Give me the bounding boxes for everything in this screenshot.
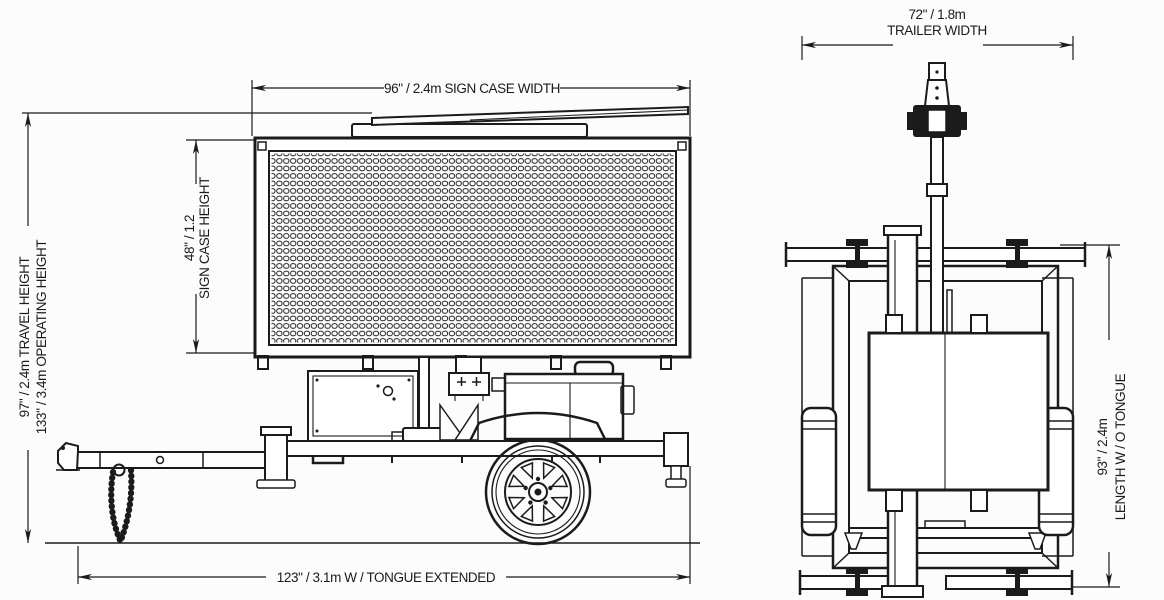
outrigger-rear-right — [945, 567, 1074, 596]
tongue-bar — [74, 451, 266, 469]
dim-height: 97" / 2.4m TRAVEL HEIGHT 133" / 3.4m OPE… — [17, 112, 372, 543]
mast-post — [391, 356, 479, 442]
wheel — [484, 438, 592, 546]
beacon-light — [907, 62, 967, 137]
dim-tongue-extended: 123" / 3.1m W / TONGUE EXTENDED — [77, 466, 691, 585]
wheel-spokes — [507, 461, 569, 523]
front-jack — [256, 426, 296, 489]
tongue-extended-label: 123" / 3.1m W / TONGUE EXTENDED — [277, 570, 496, 585]
outrigger-rear-left — [798, 567, 889, 596]
dim-sign-case-width: 96" / 2.4m SIGN CASE WIDTH — [251, 80, 691, 136]
generator-box — [491, 360, 635, 441]
plan-view: 72" / 1.8m TRAILER WIDTH 93" / 2.4m LENG… — [784, 7, 1128, 598]
trailer-width-label-line2: TRAILER WIDTH — [887, 23, 987, 38]
mast-pole — [926, 136, 953, 338]
travel-height-label: 97" / 2.4m TRAVEL HEIGHT — [17, 256, 32, 417]
battery-box — [307, 370, 419, 442]
dim-length: 93" / 2.4m LENGTH W / O TONGUE — [1060, 244, 1128, 588]
step-handle — [311, 456, 345, 465]
safety-chains — [108, 463, 135, 544]
length-label-line2: LENGTH W / O TONGUE — [1113, 373, 1128, 520]
sign-case-plan — [867, 314, 1050, 512]
sign-case-width-label: 96" / 2.4m SIGN CASE WIDTH — [384, 81, 560, 96]
dim-trailer-width: 72" / 1.8m TRAILER WIDTH — [801, 7, 1074, 60]
dim-sign-case-height: 48" / 1.2 SIGN CASE HEIGHT — [182, 139, 258, 354]
dot-matrix-panel — [271, 153, 674, 343]
length-label-line1: 93" / 2.4m — [1095, 418, 1110, 475]
junction-box — [448, 356, 490, 401]
hitch-coupler — [56, 441, 80, 471]
operating-height-label: 133" / 3.4m OPERATING HEIGHT — [34, 240, 49, 435]
sign-case — [253, 136, 692, 370]
side-view: 97" / 2.4m TRAVEL HEIGHT 133" / 3.4m OPE… — [17, 80, 700, 585]
outrigger-front-left — [784, 239, 889, 268]
left-wheel-plan — [800, 406, 838, 537]
sign-case-height-label-line1: 48" / 1.2 — [182, 215, 197, 261]
fender — [468, 411, 608, 442]
rear-crossmember — [843, 520, 1048, 550]
trailer-width-label-line1: 72" / 1.8m — [908, 7, 965, 22]
rear-jack — [663, 432, 689, 488]
wheel-hub — [528, 482, 548, 502]
frame-rail — [280, 440, 669, 465]
sign-case-height-label-line2: SIGN CASE HEIGHT — [197, 177, 212, 299]
